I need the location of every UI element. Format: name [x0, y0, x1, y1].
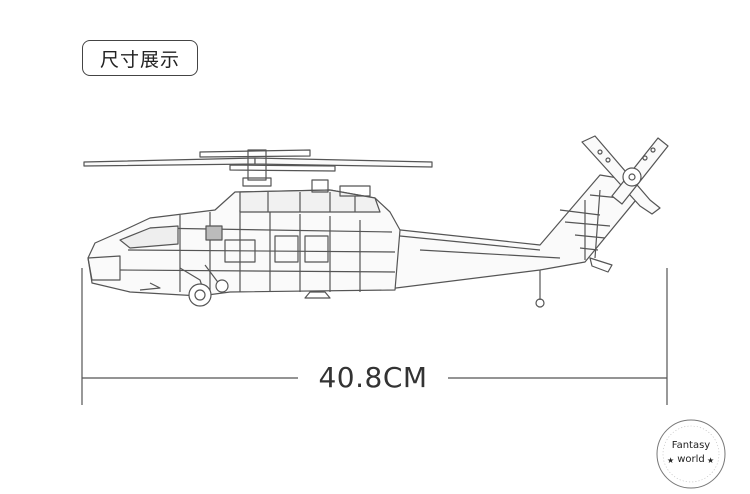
star-left-icon: ★ — [667, 456, 674, 465]
star-right-icon: ★ — [707, 456, 714, 465]
brand-seal: ★ ★ Fantasy world — [655, 418, 727, 490]
tail-rotor — [581, 135, 669, 215]
landing-gear — [139, 264, 331, 307]
dimension-line — [81, 268, 668, 405]
helicopter-drawing — [81, 135, 669, 405]
size-display-tag: 尺寸展示 — [82, 40, 198, 76]
main-rotor — [83, 149, 433, 187]
seal-ring-icon: ★ ★ — [656, 419, 726, 489]
fuselage — [87, 179, 401, 297]
seal-line2: world — [677, 454, 705, 465]
tail-boom — [379, 174, 641, 308]
length-dimension-label: 40.8CM — [298, 356, 448, 398]
seal-line1: Fantasy — [671, 440, 711, 451]
